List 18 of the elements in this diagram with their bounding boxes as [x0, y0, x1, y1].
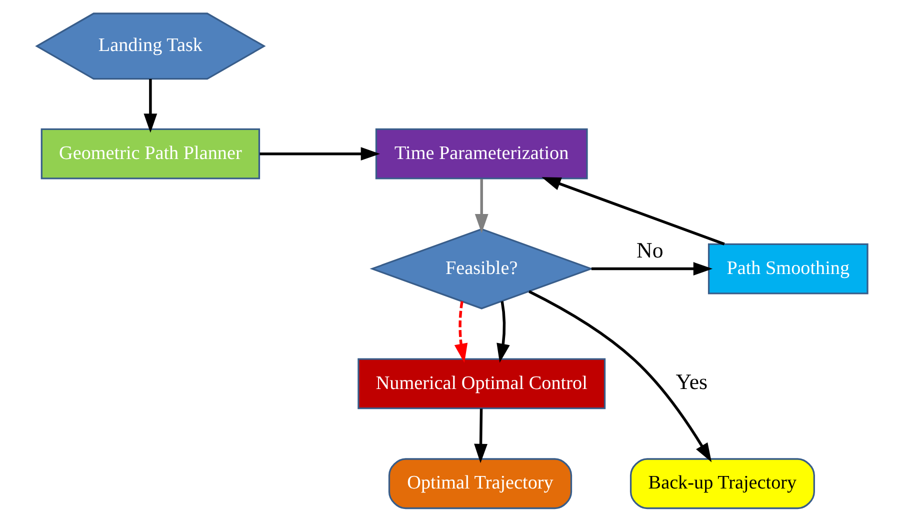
node-box: Geometric Path Planner: [40, 128, 260, 180]
edge-label: Yes: [676, 368, 708, 394]
node-box: Numerical Optimal Control: [358, 358, 606, 410]
arrow: [454, 301, 468, 363]
arrow: [542, 177, 725, 246]
arrow: [474, 408, 488, 464]
node-box: Path Smoothing: [708, 243, 868, 294]
arrow: [591, 262, 713, 276]
arrow: [144, 79, 158, 133]
node-diamond: Feasible?: [370, 228, 594, 310]
arrow: [496, 301, 510, 363]
arrow: [474, 178, 488, 234]
node-box: Time Parameterization: [375, 128, 588, 180]
arrow: [528, 290, 712, 462]
node-box: Optimal Trajectory: [388, 458, 572, 510]
edge-label: No: [636, 238, 664, 263]
node-box: Back-up Trajectory: [630, 458, 815, 510]
arrow: [260, 147, 380, 161]
